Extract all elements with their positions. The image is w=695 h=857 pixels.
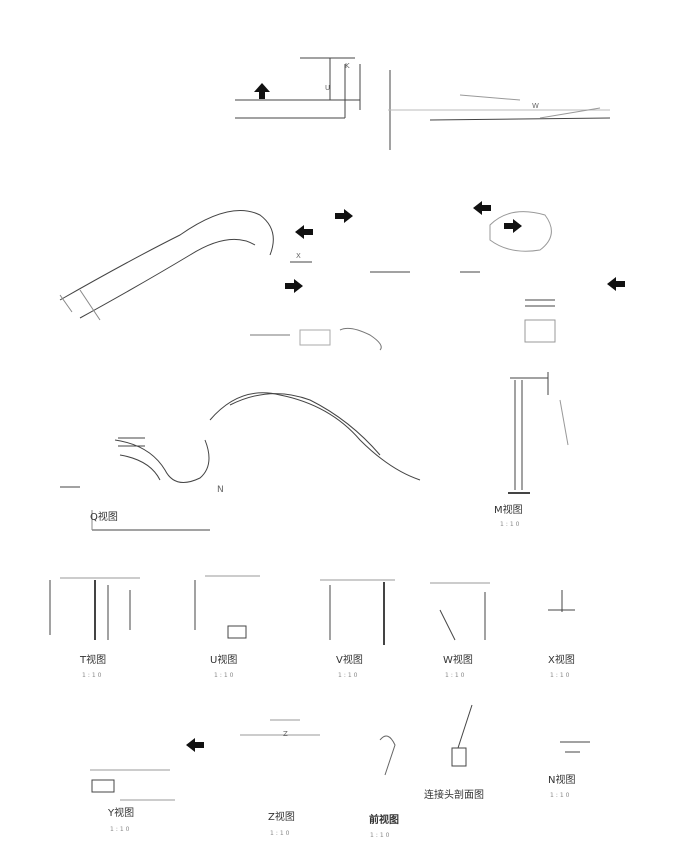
view-scale-u: 1:10 xyxy=(214,672,236,679)
bottom-row-views xyxy=(90,704,590,801)
mark-n: N xyxy=(217,485,224,495)
view-scale-front: 1:10 xyxy=(370,832,392,839)
view-scale-z: 1:10 xyxy=(270,830,292,837)
arrow-left-icon xyxy=(606,276,626,292)
arrow-right-icon xyxy=(503,218,523,234)
mark-w: W xyxy=(532,102,539,110)
view-scale-v: 1:10 xyxy=(338,672,360,679)
mark-z: Z xyxy=(283,730,288,738)
view-label-w: W视图 xyxy=(443,655,473,666)
view-scale-ms: 1:10 xyxy=(500,521,522,528)
view-scale-y: 1:10 xyxy=(110,826,132,833)
arrow-right-icon xyxy=(284,278,304,294)
row-views xyxy=(49,575,575,645)
view-label-t: T视图 xyxy=(80,655,107,666)
view-label-n: N视图 xyxy=(548,775,576,786)
view-scale-t: 1:10 xyxy=(82,672,104,679)
pipe-assembly-middle xyxy=(60,392,421,531)
pipe-assembly-left xyxy=(59,210,480,351)
view-label-sig: Q视图 xyxy=(90,512,118,523)
arrow-up-icon xyxy=(253,82,273,99)
view-label-u: U视图 xyxy=(210,655,238,666)
view-label-detail: 连接头剖面图 xyxy=(424,790,484,801)
top-assembly-drawing xyxy=(235,57,611,150)
arrow-left-icon xyxy=(294,224,314,240)
view-label-v: V视图 xyxy=(336,655,363,666)
view-scale-w: 1:10 xyxy=(445,672,467,679)
arrow-left-icon xyxy=(472,200,492,216)
vertical-pin-view xyxy=(508,372,569,494)
view-scale-n: 1:10 xyxy=(550,792,572,799)
mark-u: U xyxy=(325,84,331,92)
arrow-left-icon xyxy=(185,737,205,753)
mark-x: X xyxy=(296,252,301,260)
fitting-right xyxy=(489,211,556,343)
view-label-ms: M视图 xyxy=(494,505,523,516)
arrow-right-icon xyxy=(334,208,354,224)
view-label-y: Y视图 xyxy=(108,808,135,819)
view-scale-x: 1:10 xyxy=(550,672,572,679)
view-label-z: Z视图 xyxy=(268,812,295,823)
mark-k: K xyxy=(345,62,350,70)
view-label-front: 前视图 xyxy=(369,815,399,826)
view-label-x: X视图 xyxy=(548,655,575,666)
